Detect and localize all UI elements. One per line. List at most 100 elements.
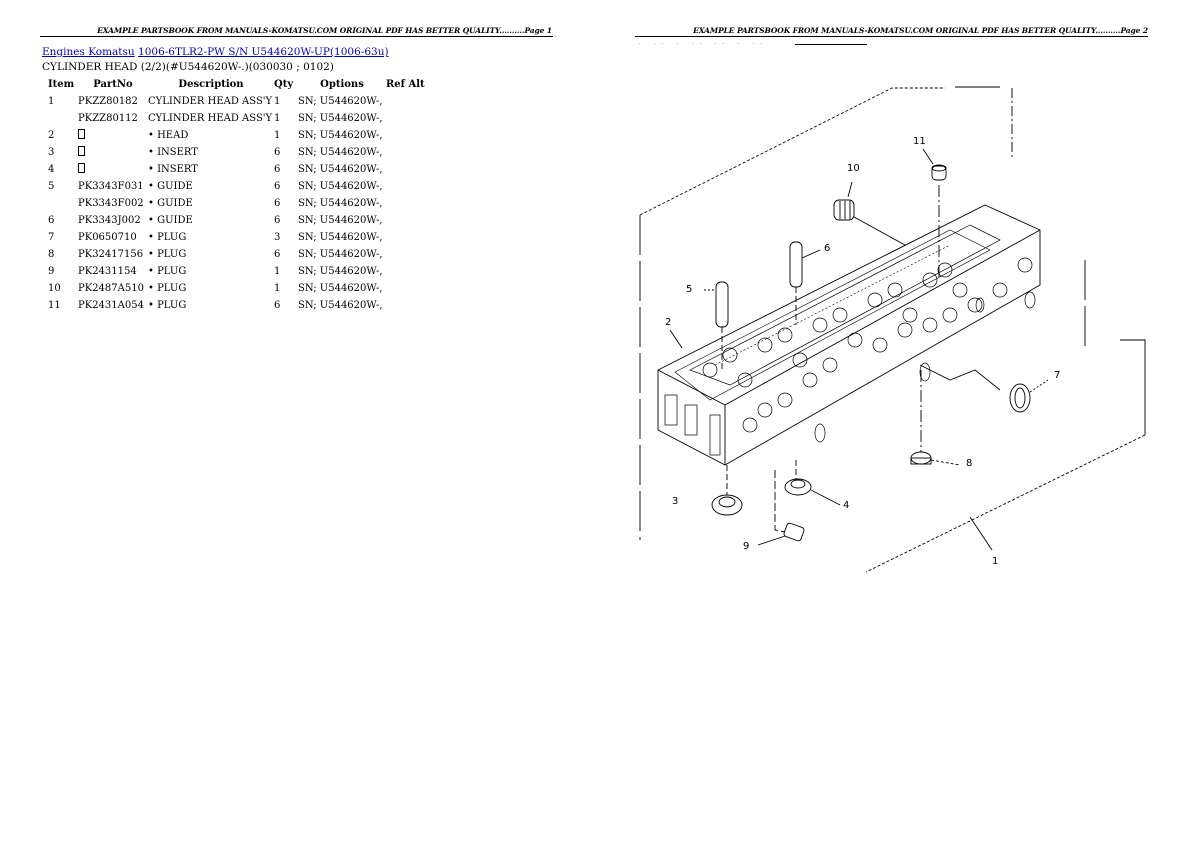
cell-refalt [386, 178, 436, 195]
cell-item: 8 [48, 248, 55, 260]
table-row: 1 PKZZ80182 CYLINDER HEAD ASS'Y 1 SN; U5… [42, 93, 436, 110]
table-row: PKZZ80112 CYLINDER HEAD ASS'Y 1 SN; U544… [42, 110, 436, 127]
cell-item: 10 [48, 282, 61, 294]
cell-refalt [386, 144, 436, 161]
page-2: EXAMPLE PARTSBOOK FROM MANUALS-KOMATSU.C… [595, 0, 1190, 842]
cell-refalt [386, 297, 436, 314]
cell-qty: 1 [274, 112, 281, 124]
page-1: EXAMPLE PARTSBOOK FROM MANUALS-KOMATSU.C… [40, 26, 553, 314]
cell-options: SN; U544620W-, [298, 180, 383, 192]
cell-description: • GUIDE [148, 180, 193, 192]
cell-qty: 1 [274, 282, 281, 294]
cell-partno [78, 144, 148, 161]
cell-options: SN; U544620W-, [298, 112, 383, 124]
table-row: 8 PK32417156 • PLUG 6 SN; U544620W-, [42, 246, 436, 263]
cell-item: 4 [48, 163, 55, 175]
cell-partno: PK3343F002 [78, 197, 144, 209]
cell-description: • GUIDE [148, 214, 193, 226]
banner-divider [635, 36, 1148, 37]
cell-partno [78, 161, 148, 178]
cell-refalt [386, 127, 436, 144]
cell-item: 5 [48, 180, 55, 192]
exploded-parts-diagram: 11 10 6 5 2 7 8 3 4 9 1 [630, 80, 1160, 580]
banner-divider [40, 36, 553, 37]
scan-artifact-dots: · ·· · ·· ·· · ·· [639, 41, 769, 47]
breadcrumb-link-engines[interactable]: Engines Komatsu [42, 46, 135, 58]
cell-item: 3 [48, 146, 55, 158]
cell-options: SN; U544620W-, [298, 231, 383, 243]
parts-table: Item PartNo Description Qty Options Ref … [42, 77, 436, 314]
breadcrumb: Engines Komatsu 1006-6TLR2-PW S/N U54462… [42, 46, 389, 58]
cell-description: • INSERT [148, 163, 198, 175]
cell-qty: 6 [274, 163, 281, 175]
cell-partno: PKZZ80182 [78, 95, 138, 107]
header-item: Item [48, 79, 75, 90]
cell-description: • INSERT [148, 146, 198, 158]
callout-4: 4 [843, 500, 850, 511]
missing-glyph-icon [78, 128, 85, 139]
cell-item: 2 [48, 129, 55, 141]
cell-description: • PLUG [148, 282, 187, 294]
cell-partno: PK3343F031 [78, 180, 144, 192]
cell-refalt [386, 229, 436, 246]
cell-refalt [386, 110, 436, 127]
cell-refalt [386, 212, 436, 229]
cell-refalt [386, 161, 436, 178]
cell-refalt [386, 195, 436, 212]
cell-partno: PK3343J002 [78, 214, 141, 226]
cell-options: SN; U544620W-, [298, 214, 383, 226]
header-options: Options [320, 79, 364, 90]
cell-options: SN; U544620W-, [298, 163, 383, 175]
cell-partno: PK0650710 [78, 231, 137, 243]
cell-qty: 6 [274, 299, 281, 311]
cell-partno: PKZZ80112 [78, 112, 138, 124]
callout-7: 7 [1054, 370, 1061, 381]
callout-10: 10 [847, 163, 860, 174]
missing-glyph-icon [78, 145, 85, 156]
cell-item: 9 [48, 265, 55, 277]
callout-8: 8 [966, 458, 973, 469]
cell-qty: 6 [274, 248, 281, 260]
cell-qty: 1 [274, 95, 281, 107]
callout-9: 9 [743, 541, 750, 552]
cell-qty: 6 [274, 214, 281, 226]
cell-qty: 6 [274, 180, 281, 192]
cylinder-head-drawing-icon [639, 86, 1146, 573]
cell-description: • PLUG [148, 248, 187, 260]
table-row: PK3343F002 • GUIDE 6 SN; U544620W-, [42, 195, 436, 212]
table-row: 9 PK2431154 • PLUG 1 SN; U544620W-, [42, 263, 436, 280]
cell-options: SN; U544620W-, [298, 129, 383, 141]
cell-item: 11 [48, 299, 61, 311]
plug-11-icon [931, 164, 947, 181]
cell-options: SN; U544620W-, [298, 282, 383, 294]
callout-5: 5 [686, 284, 693, 295]
table-row: 4 • INSERT 6 SN; U544620W-, [42, 161, 436, 178]
cell-item: 7 [48, 231, 55, 243]
table-row: 7 PK0650710 • PLUG 3 SN; U544620W-, [42, 229, 436, 246]
section-title: CYLINDER HEAD (2/2)(#U544620W-.)(030030 … [42, 61, 334, 73]
callout-6: 6 [824, 243, 831, 254]
cell-refalt [386, 93, 436, 110]
table-row: 3 • INSERT 6 SN; U544620W-, [42, 144, 436, 161]
table-row: 5 PK3343F031 • GUIDE 6 SN; U544620W-, [42, 178, 436, 195]
cell-partno: PK2487A510 [78, 282, 144, 294]
header-qty: Qty [274, 79, 294, 90]
cell-qty: 1 [274, 265, 281, 277]
callout-3: 3 [672, 496, 679, 507]
table-row: 11 PK2431A054 • PLUG 6 SN; U544620W-, [42, 297, 436, 314]
cell-item: 1 [48, 95, 55, 107]
cell-partno [78, 127, 148, 144]
cell-description: CYLINDER HEAD ASS'Y [148, 95, 273, 107]
page-banner: EXAMPLE PARTSBOOK FROM MANUALS-KOMATSU.C… [693, 26, 1148, 35]
cell-qty: 3 [274, 231, 281, 243]
breadcrumb-link-model[interactable]: 1006-6TLR2-PW S/N U544620W-UP(1006-63u) [138, 46, 389, 58]
page-banner: EXAMPLE PARTSBOOK FROM MANUALS-KOMATSU.C… [97, 26, 552, 35]
cell-partno: PK2431A054 [78, 299, 144, 311]
cell-qty: 1 [274, 129, 281, 141]
cell-description: • PLUG [148, 231, 187, 243]
cell-description: CYLINDER HEAD ASS'Y [148, 112, 273, 124]
cell-description: • HEAD [148, 129, 189, 141]
header-refalt: Ref Alt [386, 79, 425, 90]
callout-11: 11 [913, 136, 926, 147]
cell-options: SN; U544620W-, [298, 146, 383, 158]
